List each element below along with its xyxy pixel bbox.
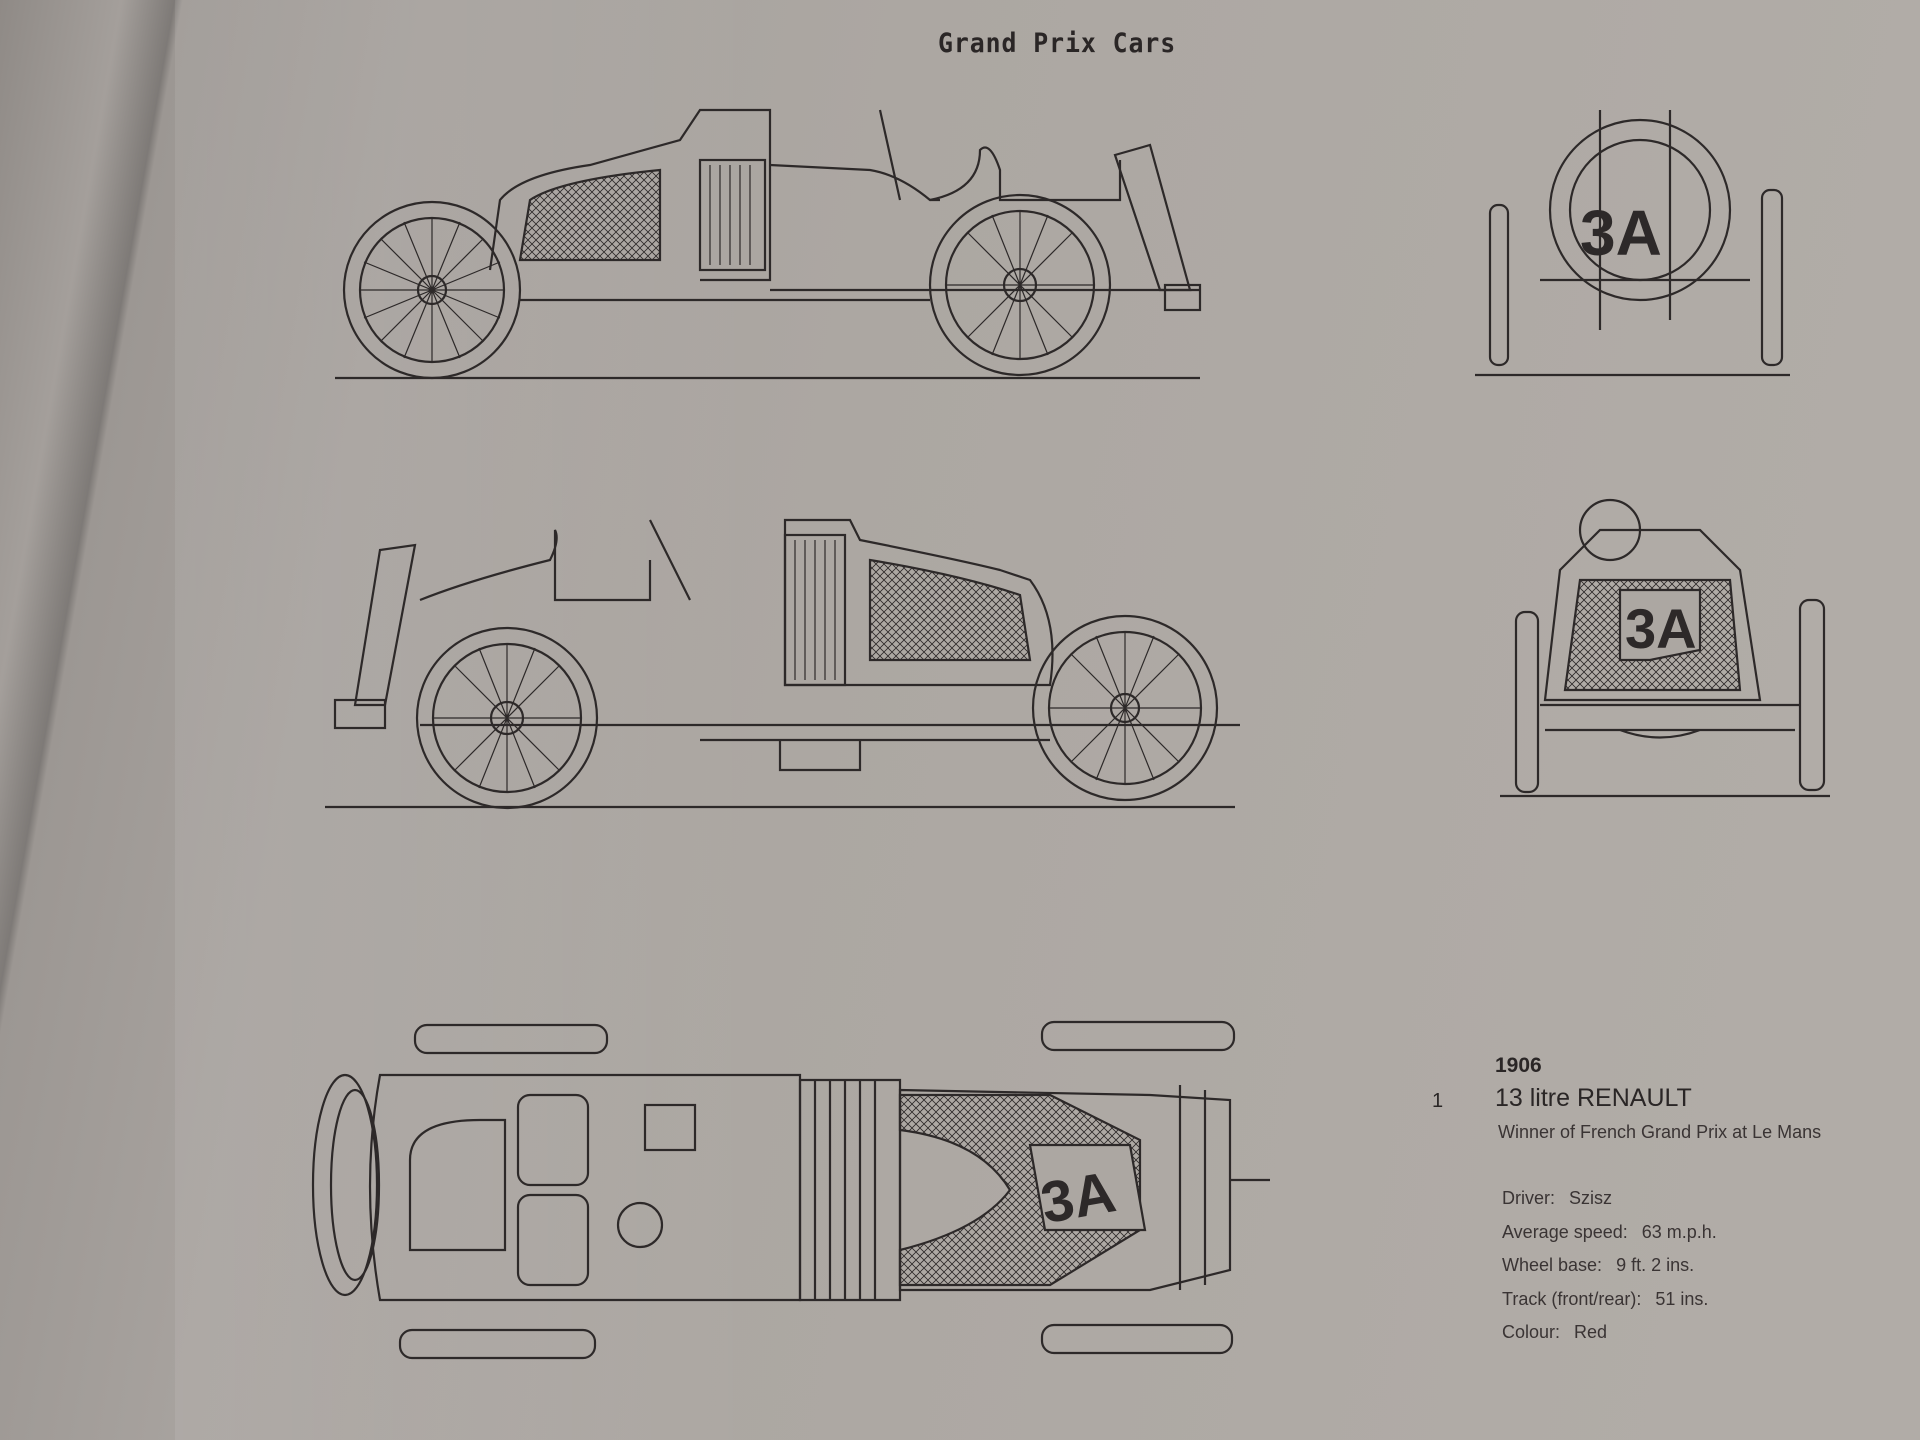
wheel-rear bbox=[1031, 614, 1219, 802]
spec-wheel-base: Wheel base: 9 ft. 2 ins. bbox=[1502, 1255, 1717, 1289]
spec-list: Driver: Szisz Average speed: 63 m.p.h. Whe… bbox=[1502, 1188, 1717, 1356]
car-subtitle: Winner of French Grand Prix at Le Mans bbox=[1498, 1122, 1822, 1142]
spec-label: Average speed: bbox=[1502, 1221, 1628, 1242]
spec-value: Szisz bbox=[1569, 1188, 1613, 1208]
year: 1906 bbox=[1495, 1054, 1542, 1077]
plan-view: 3A bbox=[311, 1020, 1270, 1360]
spec-label: Colour: bbox=[1502, 1322, 1561, 1342]
race-number: 3A bbox=[1036, 1159, 1120, 1236]
side-view-left bbox=[335, 108, 1202, 380]
side-view-right bbox=[325, 518, 1240, 810]
page-header: Grand Prix Cars bbox=[938, 28, 1177, 59]
spec-value: 51 ins. bbox=[1655, 1288, 1709, 1309]
car-model: 13 litre RENAULT bbox=[1495, 1084, 1692, 1112]
wheel-front bbox=[415, 626, 599, 810]
spec-average-speed: Average speed: 63 m.p.h. bbox=[1502, 1222, 1717, 1256]
spec-label: Wheel base: bbox=[1502, 1255, 1603, 1275]
front-view: 3A bbox=[1500, 498, 1830, 798]
race-number: 3A bbox=[1625, 597, 1697, 660]
spec-value: 63 m.p.h. bbox=[1641, 1221, 1717, 1242]
rear-view: 3A bbox=[1475, 110, 1790, 377]
spec-label: Track (front/rear): bbox=[1502, 1288, 1642, 1309]
spec-track: Track (front/rear): 51 ins. bbox=[1502, 1289, 1717, 1323]
spec-label: Driver: bbox=[1502, 1188, 1555, 1208]
spec-driver: Driver: Szisz bbox=[1502, 1188, 1717, 1222]
spec-value: Red bbox=[1574, 1322, 1608, 1342]
race-number: 3A bbox=[1580, 197, 1662, 269]
spec-colour: Colour: Red bbox=[1502, 1322, 1717, 1356]
wheel-front bbox=[928, 193, 1112, 377]
wheel-rear bbox=[342, 200, 522, 380]
spec-value: 9 ft. 2 ins. bbox=[1616, 1255, 1695, 1275]
entry-number: 1 bbox=[1432, 1090, 1444, 1112]
